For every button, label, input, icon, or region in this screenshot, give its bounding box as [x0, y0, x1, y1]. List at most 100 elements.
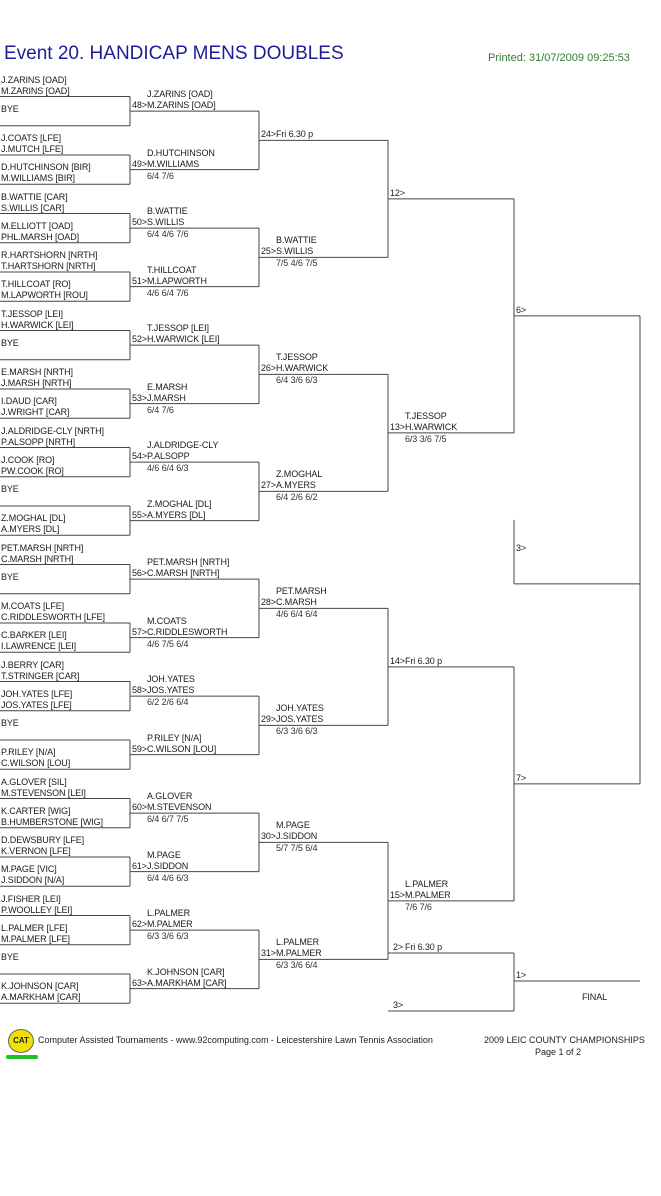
entry-player: PW.COOK [RO] — [1, 465, 64, 476]
entry-player: BYE — [1, 484, 19, 494]
entry-player: A.GLOVER [SIL] — [1, 776, 67, 787]
r2-player: C.MARSH [NRTH] — [147, 568, 220, 579]
entry-player: JOS.YATES [LFE] — [1, 699, 72, 710]
r3-player: C.MARSH — [276, 597, 317, 608]
r2-match-number: 55> — [132, 509, 147, 520]
r2-player: E.MARSH — [147, 381, 188, 392]
entry-player: BYE — [1, 571, 19, 582]
r2-score: 6/4 7/6 — [147, 170, 174, 181]
r2-player: H.WARWICK [LEI] — [147, 334, 220, 345]
logo-underline — [6, 1055, 38, 1059]
r2-player: A.MARKHAM [CAR] — [147, 977, 227, 988]
r3-match-number: 24> — [261, 129, 276, 140]
r2-player: JOH.YATES — [147, 674, 195, 685]
entry-player: K.VERNON [LFE] — [1, 846, 71, 856]
r3-match-number: 28> — [261, 597, 276, 608]
r4-player: M.PALMER — [405, 889, 451, 900]
final-label: FINAL — [582, 992, 608, 1002]
event-title: Event 20. HANDICAP MENS DOUBLES — [4, 43, 344, 64]
r2-player: M.WILLIAMS — [147, 158, 200, 169]
r4-player: T.JESSOP — [405, 410, 447, 421]
entry-player: T.JESSOP [LEI] — [1, 308, 63, 319]
r3-player: A.MYERS — [276, 480, 316, 491]
entry-player: JOH.YATES [LFE] — [1, 688, 73, 699]
entry-player: J.ALDRIDGE-CLY [NRTH] — [1, 425, 104, 436]
r3-player: Z.MOGHAL — [276, 469, 323, 480]
footer-championship: 2009 LEIC COUNTY CHAMPIONSHIPS — [484, 1035, 645, 1045]
r4-player: Fri 6.30 p — [405, 655, 443, 666]
r3-match-number: 25> — [261, 246, 276, 257]
entry-player: M.PALMER [LFE] — [1, 933, 70, 944]
r3-player: JOH.YATES — [276, 703, 324, 714]
r5-match-number: 6> — [516, 304, 527, 315]
r2-match-number: 59> — [132, 743, 147, 754]
entry-player: M.STEVENSON [LEI] — [1, 787, 86, 798]
r3-score: 6/3 3/6 6/3 — [276, 726, 318, 737]
entry-player: A.MYERS [DL] — [1, 524, 60, 535]
r2-match-number: 51> — [132, 275, 147, 286]
cat-logo-icon: CAT — [8, 1029, 34, 1053]
r3-player: M.PAGE — [276, 820, 310, 831]
r3-score: 4/6 6/4 6/4 — [276, 609, 318, 620]
r2-score: 4/6 7/5 6/4 — [147, 638, 189, 649]
r3-score: 6/3 3/6 6/4 — [276, 960, 318, 971]
r2-score: 6/2 2/6 6/4 — [147, 697, 189, 708]
entry-player: J.ZARINS [OAD] — [1, 74, 67, 85]
entry-player: T.HILLCOAT [RO] — [1, 279, 71, 290]
final-feed-match-number: 3> — [393, 1000, 404, 1010]
r2-player: M.ZARINS [OAD] — [147, 100, 216, 111]
r3-player: T.JESSOP — [276, 352, 318, 363]
r4-match-number: 12> — [390, 187, 405, 198]
entry-player: J.SIDDON [N/A] — [1, 875, 65, 886]
r3-match-number: 29> — [261, 714, 276, 725]
entry-player: J.BERRY [CAR] — [1, 659, 64, 670]
r2-player: M.PALMER — [147, 919, 193, 930]
entry-player: I.LAWRENCE [LEI] — [1, 641, 77, 652]
entry-player: PHL.MARSH [OAD] — [1, 231, 80, 242]
r2-match-number: 60> — [132, 802, 147, 813]
final-match-number: 1> — [516, 970, 527, 980]
r3-score: 6/4 3/6 6/3 — [276, 375, 318, 386]
r2-player: K.JOHNSON [CAR] — [147, 966, 225, 977]
entry-player: R.HARTSHORN [NRTH] — [1, 250, 98, 260]
entry-player: I.DAUD [CAR] — [1, 396, 57, 407]
entry-player: B.WATTIE [CAR] — [1, 191, 68, 202]
printed-timestamp: Printed: 31/07/2009 09:25:53 — [488, 52, 630, 64]
r2-match-number: 48> — [132, 100, 147, 111]
r2-match-number: 57> — [132, 626, 147, 637]
final-feed-player: Fri 6.30 p — [405, 942, 443, 952]
r4-match-number: 14> — [390, 655, 405, 666]
entry-player: P.RILEY [N/A] — [1, 747, 56, 758]
r2-player: A.GLOVER — [147, 791, 193, 802]
r2-score: 6/4 4/6 6/3 — [147, 872, 189, 883]
r2-player: M.LAPWORTH — [147, 275, 207, 286]
r2-player: D.HUTCHINSON — [147, 147, 215, 158]
entry-player: M.WILLIAMS [BIR] — [1, 173, 75, 184]
r5-match-number: 7> — [516, 772, 527, 783]
entry-player: J.COATS [LFE] — [1, 133, 62, 143]
r3-player: M.PALMER — [276, 948, 322, 959]
r4-match-number: 13> — [390, 421, 405, 432]
r2-player: M.COATS — [147, 615, 187, 626]
r2-player: P.ALSOPP — [147, 451, 190, 462]
r4-score: 7/6 7/6 — [405, 901, 432, 912]
final-feed-match-number: 2> — [393, 942, 404, 952]
r3-player: PET.MARSH — [276, 586, 327, 597]
entry-player: C.WILSON [LOU] — [1, 758, 71, 769]
entry-player: BYE — [1, 103, 19, 114]
entry-player: C.RIDDLESWORTH [LFE] — [1, 612, 105, 622]
r2-match-number: 56> — [132, 568, 147, 579]
r2-player: JOS.YATES — [147, 685, 195, 696]
r2-player: P.RILEY [N/A] — [147, 732, 202, 743]
entry-player: T.STRINGER [CAR] — [1, 670, 80, 681]
r3-player: J.SIDDON — [276, 831, 318, 842]
entry-player: J.MARSH [NRTH] — [1, 378, 72, 388]
entry-player: J.COOK [RO] — [1, 454, 55, 465]
r2-player: Z.MOGHAL [DL] — [147, 498, 212, 509]
r2-score: 4/6 6/4 6/3 — [147, 463, 189, 474]
entry-player: BYE — [1, 718, 19, 728]
entry-player: Z.MOGHAL [DL] — [1, 513, 66, 524]
footer-credits: Computer Assisted Tournaments - www.92co… — [38, 1035, 433, 1045]
r3-player: S.WILLIS — [276, 246, 314, 257]
